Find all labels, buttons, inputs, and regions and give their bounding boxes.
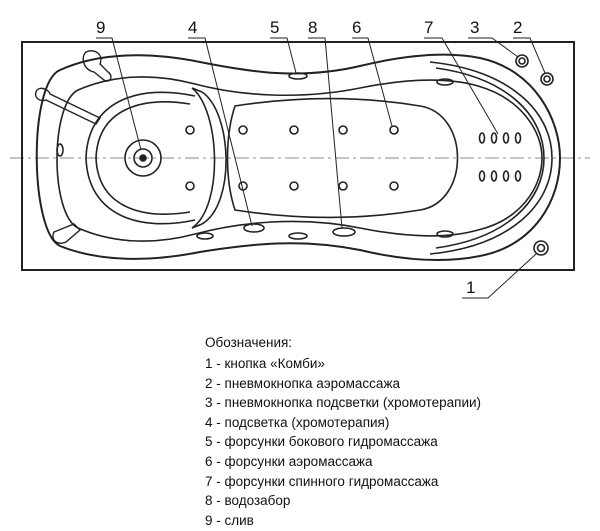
side-jet (436, 230, 454, 238)
callout-9: 9 (96, 18, 105, 37)
legend-item: 7 - форсунки спинного гидромассажа (205, 473, 439, 489)
callout-4: 4 (188, 18, 197, 37)
legend-item: 3 - пневмокнопка подсветки (хромотерапии… (205, 395, 482, 411)
legend-item: 5 - форсунки бокового гидромассажа (205, 434, 438, 450)
faucet-handle-top (82, 50, 112, 82)
side-jet (288, 72, 308, 80)
legend-item: 4 - подсветка (хромотерапия) (205, 414, 390, 430)
legend: Обозначения: 1 - кнопка «Комби» 2 - пнев… (205, 333, 595, 530)
legend-item: 8 - водозабор (205, 493, 291, 509)
side-jet (288, 232, 308, 240)
light-button-inner (518, 57, 526, 65)
drain-outer (124, 139, 162, 177)
callout-8: 8 (308, 18, 317, 37)
chromotherapy-light (243, 223, 265, 233)
legend-list: 1 - кнопка «Комби» 2 - пневмокнопка аэро… (205, 354, 595, 530)
air-button-inner (543, 75, 551, 83)
drain-center (139, 154, 147, 162)
water-intake (332, 227, 356, 237)
legend-item: 1 - кнопка «Комби» (205, 356, 325, 371)
foot-bowl (85, 91, 196, 225)
backrest-arc-outer (429, 61, 553, 255)
combi-button (533, 240, 549, 256)
callout-6: 6 (352, 18, 361, 37)
legend-item: 9 - слив (205, 512, 254, 528)
legend-item: 6 - форсунки аэромассажа (205, 453, 373, 469)
legend-item: 2 - пневмокнопка аэромассажа (205, 375, 400, 391)
leader-6 (352, 37, 393, 127)
callout-5: 5 (270, 18, 279, 37)
leader-4 (188, 37, 253, 227)
faucet-handle-mid (34, 87, 102, 125)
callout-2: 2 (513, 18, 522, 37)
side-jet (56, 143, 64, 157)
leader-9 (96, 37, 142, 151)
legend-title: Обозначения: (205, 335, 293, 350)
side-jet (436, 78, 454, 86)
divider-ridge-inner (201, 91, 227, 225)
tub-outer-frame (21, 41, 575, 271)
leader-2 (513, 37, 546, 74)
combi-button-inner (536, 243, 546, 253)
faucet-handle-bottom (52, 223, 82, 244)
air-button (540, 72, 554, 86)
callout-7: 7 (424, 18, 433, 37)
air-jets (185, 125, 399, 191)
tub-inner-basin (56, 76, 543, 242)
backrest-arc-inner (435, 67, 545, 249)
leader-7 (424, 37, 499, 135)
leader-3 (468, 37, 519, 58)
divider-ridge (191, 87, 216, 229)
callout-1: 1 (466, 278, 475, 297)
foot-bowl-inner (95, 101, 191, 215)
leader-1 (462, 253, 537, 299)
main-basin-racetrack (226, 97, 459, 219)
light-button (515, 54, 529, 68)
leader-8 (308, 37, 343, 229)
leader-5 (270, 37, 297, 74)
back-jets (478, 132, 522, 182)
tub-rim (35, 53, 562, 261)
callout-3: 3 (470, 18, 479, 37)
bathtub-diagram: 9 4 5 8 6 7 3 2 1 (10, 18, 590, 299)
drain-inner (133, 148, 153, 168)
side-jet (196, 232, 214, 240)
